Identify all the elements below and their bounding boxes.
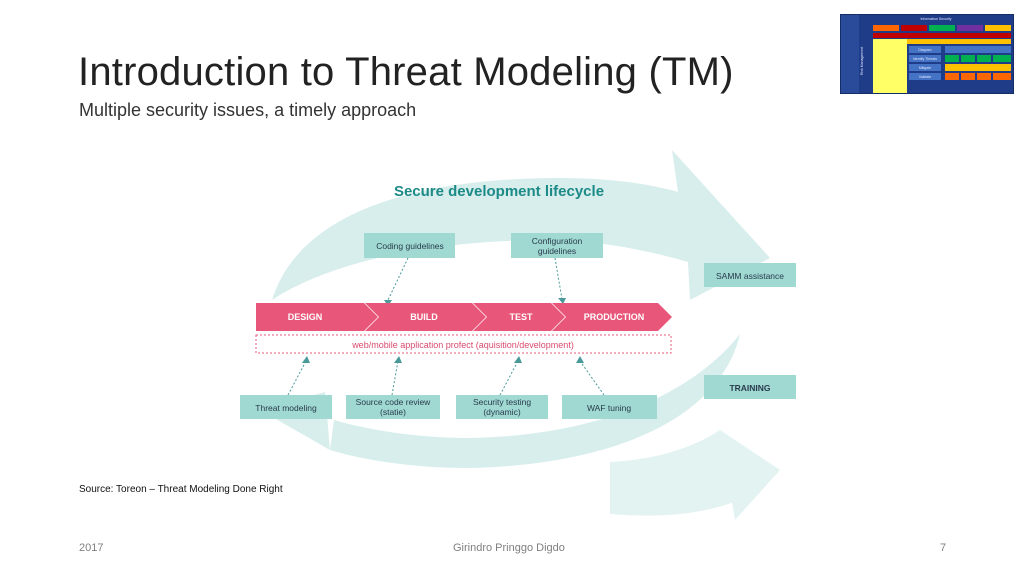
- svg-text:Configuration: Configuration: [532, 236, 583, 246]
- svg-text:Source code review: Source code review: [356, 397, 432, 407]
- source-code-review-box: Source code review (statie): [346, 395, 440, 419]
- samm-assistance-box: SAMM assistance: [704, 263, 796, 287]
- phase-production: PRODUCTION: [552, 303, 672, 331]
- project-box: web/mobile application profect (aquisiti…: [255, 334, 672, 354]
- thumb-row-3: Validate: [919, 75, 931, 79]
- svg-text:PRODUCTION: PRODUCTION: [584, 312, 645, 322]
- slide-title: Introduction to Threat Modeling (TM): [78, 50, 734, 94]
- coding-guidelines-box: Coding guidelines: [364, 233, 455, 258]
- source-citation: Source: Toreon – Threat Modeling Done Ri…: [79, 484, 283, 495]
- top-cycle-arrow: [272, 150, 770, 300]
- svg-text:(dynamic): (dynamic): [483, 407, 520, 417]
- phase-design: DESIGN: [256, 303, 378, 331]
- connector-security: [499, 360, 519, 396]
- thumb-row-0: Diagram: [918, 48, 931, 52]
- threat-modeling-box: Threat modeling: [240, 395, 332, 419]
- configuration-guidelines-box: Configuration guidelines: [511, 233, 603, 258]
- waf-tuning-box: WAF tuning: [562, 395, 657, 419]
- svg-text:guidelines: guidelines: [538, 246, 576, 256]
- thumb-side-label: Risk Management: [860, 47, 864, 75]
- svg-text:WAF tuning: WAF tuning: [587, 403, 631, 413]
- svg-text:TRAINING: TRAINING: [729, 383, 770, 393]
- svg-text:Threat modeling: Threat modeling: [255, 403, 317, 413]
- svg-text:TEST: TEST: [509, 312, 533, 322]
- phase-build: BUILD: [365, 303, 486, 331]
- connector-coding: [387, 257, 409, 301]
- svg-text:SAMM assistance: SAMM assistance: [716, 271, 784, 281]
- svg-text:Security testing: Security testing: [473, 397, 531, 407]
- bottom-cycle-arrow: [260, 334, 740, 468]
- footer-page-number: 7: [940, 542, 947, 554]
- infosec-thumbnail: Risk Management Information Security Dia…: [840, 14, 1014, 94]
- connector-source: [391, 360, 399, 396]
- svg-text:BUILD: BUILD: [410, 312, 438, 322]
- phase-test: TEST: [473, 303, 565, 331]
- thumb-row-2: Mitigate: [919, 66, 931, 70]
- security-testing-box: Security testing (dynamic): [456, 395, 548, 419]
- training-box: TRAINING: [704, 375, 796, 399]
- thumb-header: Information Security: [920, 17, 951, 21]
- thumb-row-1: Identify Threats: [913, 57, 937, 61]
- svg-text:Coding guidelines: Coding guidelines: [376, 241, 444, 251]
- svg-text:web/mobile application profect: web/mobile application profect (aquisiti…: [351, 340, 574, 350]
- svg-text:DESIGN: DESIGN: [288, 312, 323, 322]
- footer-year: 2017: [79, 542, 104, 554]
- footer-author: Girindro Pringgo Digdo: [453, 542, 565, 554]
- connector-config: [554, 257, 563, 300]
- svg-text:(statie): (statie): [380, 407, 406, 417]
- slide-subtitle: Multiple security issues, a timely appro…: [79, 100, 417, 120]
- connector-waf: [579, 360, 605, 396]
- diagram-title: Secure development lifecycle: [394, 183, 604, 200]
- connector-threat: [287, 360, 307, 396]
- bottom-return-arrow: [610, 430, 780, 520]
